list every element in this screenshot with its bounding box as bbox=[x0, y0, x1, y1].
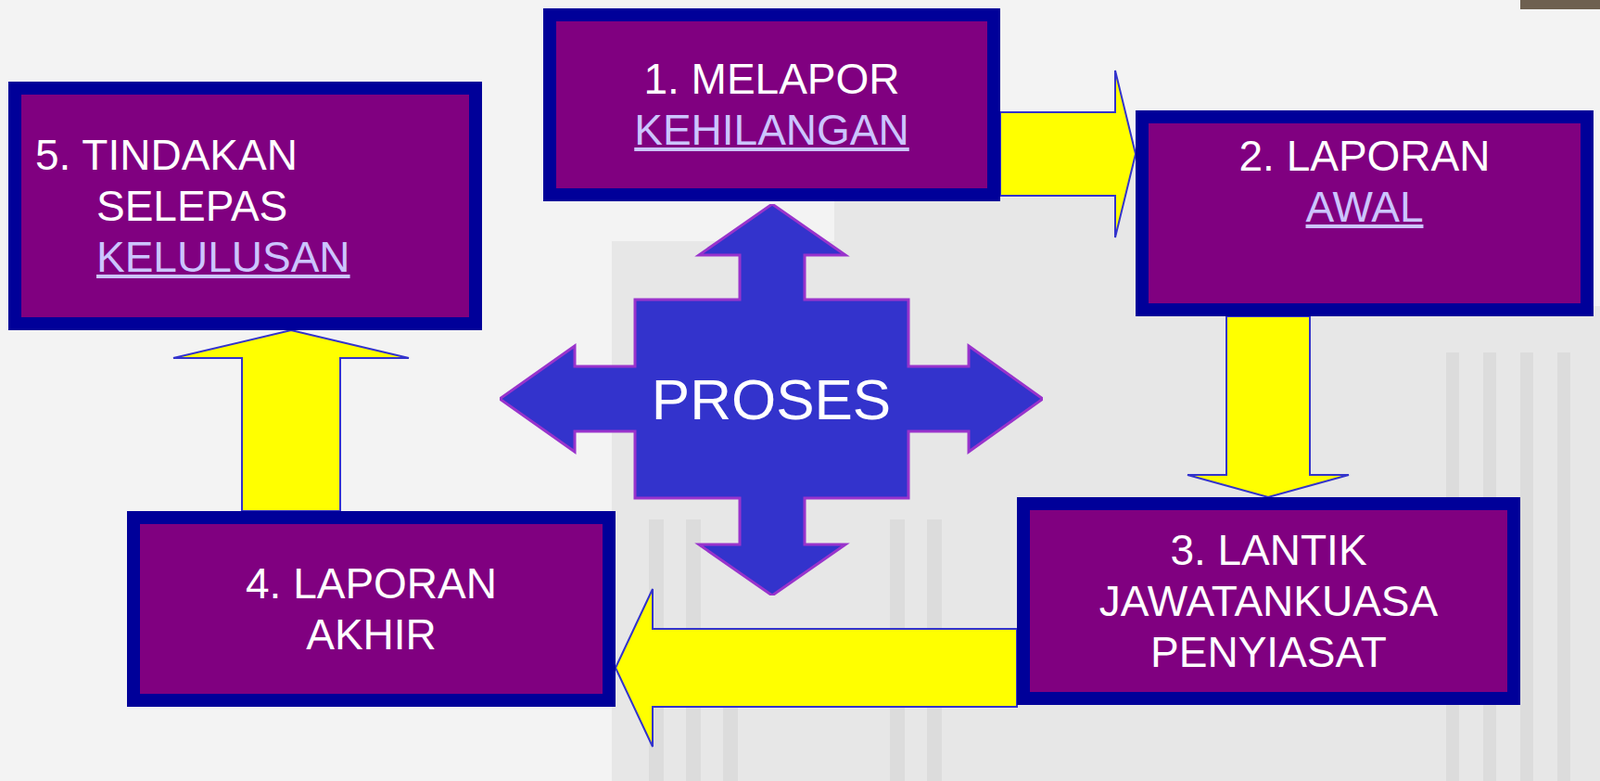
window-column bbox=[1520, 352, 1534, 781]
process-box: 1. MELAPORKEHILANGAN bbox=[543, 8, 1001, 202]
text-group: PROSES bbox=[651, 367, 891, 432]
step-text: 2. LAPORAN bbox=[1157, 130, 1572, 182]
text-group: 4. LAPORAN AKHIR bbox=[232, 558, 510, 661]
process-box: 4. LAPORAN AKHIR bbox=[126, 510, 616, 707]
text-group: 1. MELAPORKEHILANGAN bbox=[565, 53, 978, 156]
step-link-text: KELULUSAN bbox=[96, 231, 414, 283]
flow-arrow bbox=[1187, 316, 1349, 497]
step-text: 4. LAPORAN AKHIR bbox=[232, 558, 510, 661]
window-column bbox=[1557, 352, 1571, 781]
process-box: 2. LAPORANAWAL bbox=[1135, 110, 1594, 317]
process-box: 5. TINDAKAN SELEPASKELULUSAN bbox=[8, 81, 483, 331]
text-group: 3. LANTIK JAWATANKUASA PENYIASAT bbox=[1039, 524, 1499, 678]
center-label: PROSES bbox=[651, 367, 891, 432]
step-link-text: KEHILANGAN bbox=[565, 104, 978, 156]
flow-arrow bbox=[173, 330, 409, 511]
step-text: 1. MELAPOR bbox=[565, 53, 978, 105]
step-text: 5. TINDAKAN SELEPAS bbox=[96, 129, 414, 232]
step-text: 3. LANTIK JAWATANKUASA PENYIASAT bbox=[1039, 524, 1499, 678]
process-box: 3. LANTIK JAWATANKUASA PENYIASAT bbox=[1016, 496, 1521, 705]
text-group: 2. LAPORANAWAL bbox=[1157, 130, 1572, 233]
step-link-text: AWAL bbox=[1157, 181, 1572, 233]
flow-arrow bbox=[1000, 70, 1136, 238]
corner-photo bbox=[1520, 0, 1600, 10]
process-cross: PROSES bbox=[499, 203, 1043, 596]
flow-arrow bbox=[615, 588, 1017, 747]
cross-arrow-outline bbox=[499, 203, 1043, 596]
text-group: 5. TINDAKAN SELEPASKELULUSAN bbox=[96, 129, 414, 283]
